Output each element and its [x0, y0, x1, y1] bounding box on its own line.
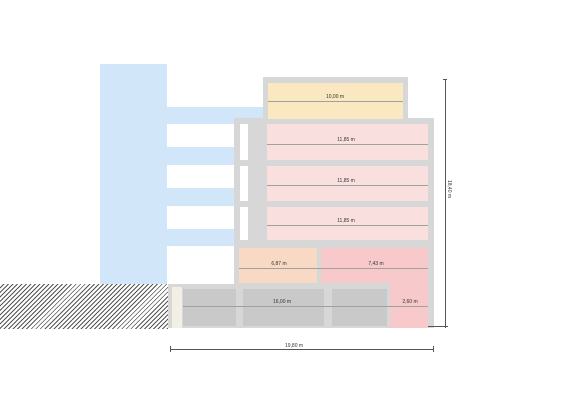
- floor-1-width-label: 11,85 m: [337, 218, 355, 224]
- room-ground-right: [321, 248, 428, 283]
- stair-core-window: [240, 166, 248, 201]
- floor-3-width-label: 11,85 m: [337, 137, 355, 143]
- floor-3-dimension-line: [267, 144, 428, 145]
- height-dimension-tick-top: [443, 79, 447, 80]
- top-floor-width-label: 10,00 m: [325, 94, 345, 100]
- stair-core-window: [240, 124, 248, 160]
- width-dimension-line: [170, 349, 434, 350]
- ground-floor-slab: [234, 240, 434, 246]
- floor-2-dimension-line: [267, 185, 428, 186]
- ground-hatch: [0, 284, 168, 329]
- stair-core-window: [240, 207, 248, 240]
- ground-right-width-label: 7,43 m: [368, 261, 384, 267]
- ground-reference-line: [428, 326, 448, 327]
- width-dimension-tick-right: [433, 346, 434, 352]
- room-floor-3: [267, 124, 428, 160]
- ground-dimension-line: [239, 268, 428, 269]
- room-basement-right: [390, 283, 428, 328]
- floor-2-slab: [234, 160, 434, 166]
- floor-1-slab: [234, 201, 434, 207]
- height-dimension-line: [445, 79, 446, 328]
- right-wall: [428, 118, 434, 328]
- total-height-label: 18,40 m: [446, 179, 452, 199]
- basement-light-strip: [172, 287, 182, 328]
- basement-width-label: 16,00 m: [272, 299, 292, 305]
- total-width-label: 19,80 m: [284, 343, 304, 349]
- ground-left-width-label: 6,87 m: [271, 261, 287, 267]
- floor-1-dimension-line: [267, 225, 428, 226]
- room-floor-2: [267, 166, 428, 201]
- basement-parking-right: [332, 289, 387, 326]
- floor-2-width-label: 11,85 m: [337, 178, 355, 184]
- adjacent-building-tower: [100, 64, 167, 285]
- room-floor-1: [267, 207, 428, 240]
- basement-parking-left: [183, 289, 236, 326]
- basement-right-width-label: 2,60 m: [402, 299, 418, 305]
- stair-core: [234, 118, 267, 246]
- basement-parking-middle: [243, 289, 324, 326]
- top-floor-dimension-line: [268, 101, 403, 102]
- basement-dimension-line: [183, 306, 428, 307]
- room-ground-left: [239, 248, 317, 283]
- width-dimension-tick-left: [170, 346, 171, 352]
